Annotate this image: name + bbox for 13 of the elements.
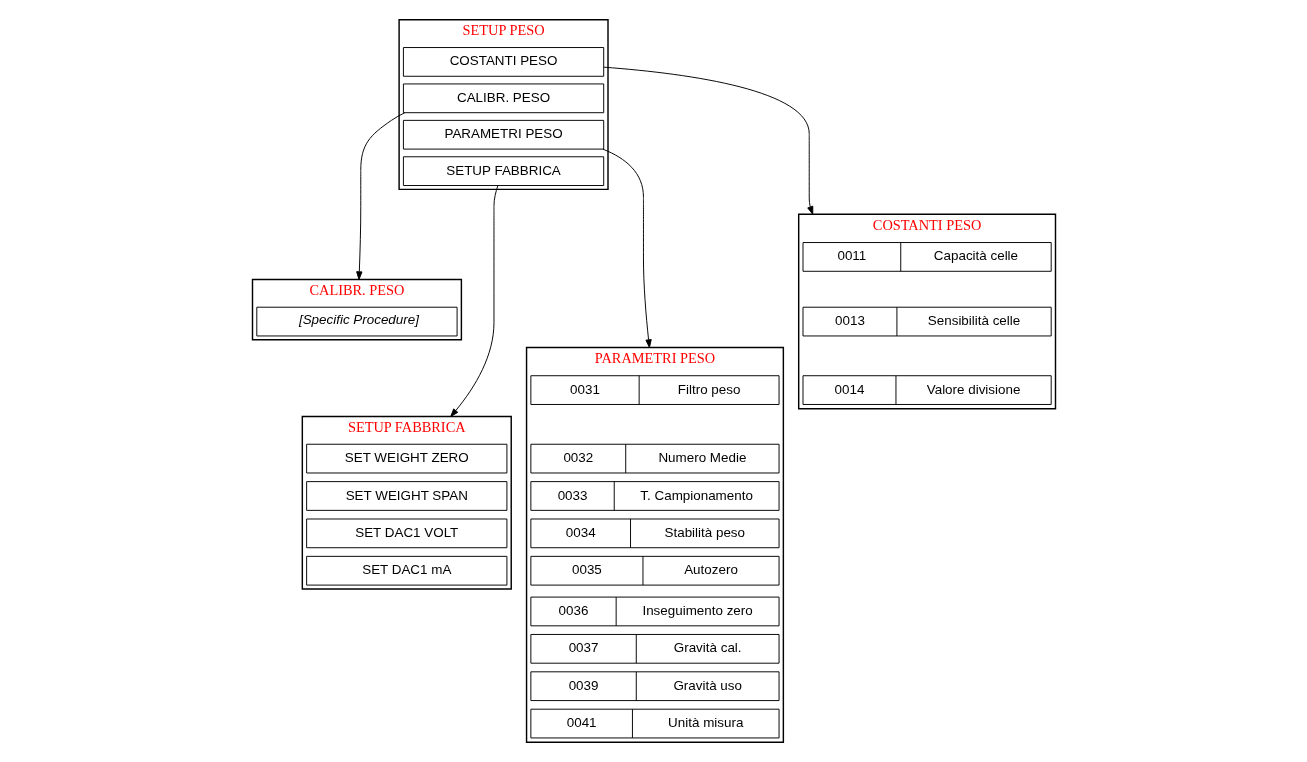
node-box: SET WEIGHT ZERO: [305, 443, 507, 474]
arrow: [602, 148, 652, 348]
node-box: SET DAC1 mA: [305, 555, 507, 586]
node-box: PARAMETRI PESO: [402, 119, 604, 150]
node-box: SET WEIGHT SPAN: [305, 481, 507, 511]
arrow: [449, 185, 498, 417]
arrow: [355, 112, 405, 280]
node-box: [Specific Procedure]: [255, 306, 458, 337]
node-box: COSTANTI PESO: [402, 47, 604, 77]
arrow: [603, 66, 813, 215]
node-box: SET DAC1 VOLT: [305, 518, 507, 549]
node-box: SETUP FABBRICA: [402, 156, 604, 186]
node-box: CALIBR. PESO: [402, 83, 604, 114]
